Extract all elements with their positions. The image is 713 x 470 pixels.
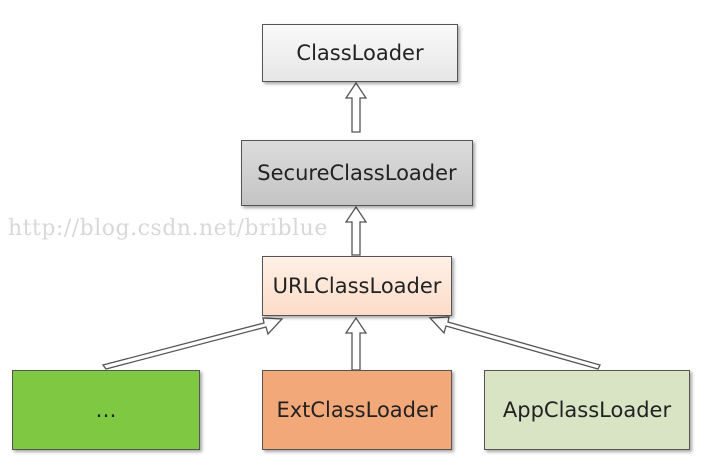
node-secureclassloader: SecureClassLoader [241, 140, 473, 206]
node-label: ClassLoader [296, 41, 424, 65]
node-label: URLClassLoader [272, 274, 442, 298]
node-other: … [12, 370, 200, 450]
node-appclassloader: AppClassLoader [484, 370, 690, 450]
node-label: AppClassLoader [502, 398, 672, 422]
node-extclassloader: ExtClassLoader [262, 370, 452, 450]
watermark: http://blog.csdn.net/briblue [8, 216, 328, 241]
arrow-url-to-secure [344, 205, 368, 256]
node-classloader: ClassLoader [262, 24, 458, 82]
arrow-secure-to-classloader [344, 81, 368, 133]
node-label: SecureClassLoader [257, 161, 457, 185]
arrow-app-to-url [428, 316, 601, 370]
node-urlclassloader: URLClassLoader [262, 256, 452, 316]
node-label: ExtClassLoader [276, 398, 438, 422]
arrow-ext-to-url [344, 316, 368, 371]
arrow-other-to-url [101, 317, 284, 370]
node-label: … [95, 398, 117, 422]
